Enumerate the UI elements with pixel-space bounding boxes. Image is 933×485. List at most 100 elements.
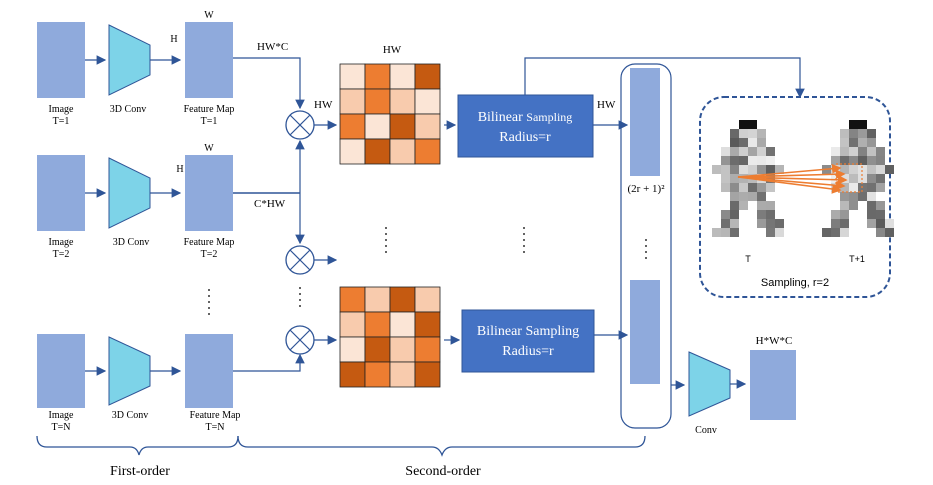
fm-label-t1: Feature Map (184, 104, 235, 115)
brace-second-order (237, 435, 646, 457)
pixel (867, 165, 876, 174)
pixel (858, 120, 867, 129)
pixel (867, 147, 876, 156)
pixel (730, 147, 739, 156)
pixel (739, 165, 748, 174)
fm-time-tn: T=N (206, 422, 225, 433)
pixel (858, 138, 867, 147)
pixel (739, 201, 748, 210)
bilinear-label-1: Bilinear Sampling (478, 110, 573, 125)
matrix-cell (414, 311, 441, 338)
pixel (876, 219, 885, 228)
line-fmn-to-mult (233, 353, 305, 372)
pixel (766, 183, 775, 192)
pixel (876, 228, 885, 237)
pixel (730, 183, 739, 192)
pixel (730, 192, 739, 201)
pixel (867, 183, 876, 192)
pixel (775, 219, 784, 228)
pixel (766, 147, 775, 156)
ellipsis-bilinear (523, 227, 525, 253)
pixel (721, 210, 730, 219)
ellipsis-multiply (299, 287, 301, 307)
pixel (849, 147, 858, 156)
image-label-t1: Image (49, 104, 75, 115)
fm-time-t2: T=2 (201, 249, 218, 260)
panel-caption: Sampling, r=2 (761, 277, 829, 289)
matrix-cell (414, 286, 441, 313)
label-c-hw: C*HW (254, 198, 286, 210)
fm-w-t1: W (204, 10, 214, 21)
pixel (876, 156, 885, 165)
image-label-t2: Image (49, 237, 75, 248)
pixel (831, 147, 840, 156)
pixel (840, 147, 849, 156)
pixel (867, 174, 876, 183)
sampling-window (835, 163, 863, 193)
pixel (831, 210, 840, 219)
pixel (748, 129, 757, 138)
pixel (730, 210, 739, 219)
fm-label-t2: Feature Map (184, 237, 235, 248)
bilinear-sampling-box-2 (461, 309, 595, 373)
pixel (757, 156, 766, 165)
pixel (712, 165, 721, 174)
matrix-cell (414, 138, 441, 165)
output-block (750, 350, 796, 420)
matrix-cell (339, 286, 366, 313)
fm-h-t2: H (176, 164, 183, 175)
pixel (766, 165, 775, 174)
image-block-tn (37, 334, 85, 408)
pixel (885, 219, 894, 228)
conv-label-t1: 3D Conv (110, 104, 146, 115)
pixel (739, 120, 748, 129)
matrix-cell (364, 361, 391, 388)
label-second-order: Second-order (405, 464, 481, 479)
pixel (831, 156, 840, 165)
matrix-cell (339, 63, 366, 90)
matrix-cell (339, 311, 366, 338)
pixel (840, 210, 849, 219)
pixel (840, 174, 849, 183)
pixel (840, 156, 849, 165)
matrix-cell (364, 113, 391, 140)
label-2r-plus-1: (2r + 1)² (628, 183, 666, 195)
label-hw-left: HW (314, 99, 333, 111)
pixel (858, 156, 867, 165)
pixel (721, 174, 730, 183)
pixel (757, 183, 766, 192)
pixel (849, 201, 858, 210)
correlation-matrix-top (339, 63, 441, 165)
matrix-cell (364, 336, 391, 363)
pixel (730, 165, 739, 174)
pixel (867, 192, 876, 201)
pixel (757, 192, 766, 201)
pixel (757, 165, 766, 174)
pixel (766, 219, 775, 228)
fm-time-t1: T=1 (201, 116, 218, 127)
feature-map-t1 (185, 22, 233, 98)
pixel (849, 174, 858, 183)
pixel (867, 129, 876, 138)
matrix-cell (389, 286, 416, 313)
pixel (766, 210, 775, 219)
matrix-cell (339, 138, 366, 165)
pixel (876, 210, 885, 219)
label-hw-bilinear: HW (597, 99, 616, 111)
multiply-op-3 (285, 325, 315, 355)
ellipsis-vector (645, 239, 647, 259)
fm-label-tn: Feature Map (190, 410, 241, 421)
pixel (757, 201, 766, 210)
matrix-cell (414, 63, 441, 90)
pixel (712, 228, 721, 237)
vector-n (630, 280, 660, 384)
image-block-t2 (37, 155, 85, 231)
pixel (867, 210, 876, 219)
pixel (757, 129, 766, 138)
pixel (885, 165, 894, 174)
pixel (876, 183, 885, 192)
pixel (730, 138, 739, 147)
matrix-cell (339, 88, 366, 115)
